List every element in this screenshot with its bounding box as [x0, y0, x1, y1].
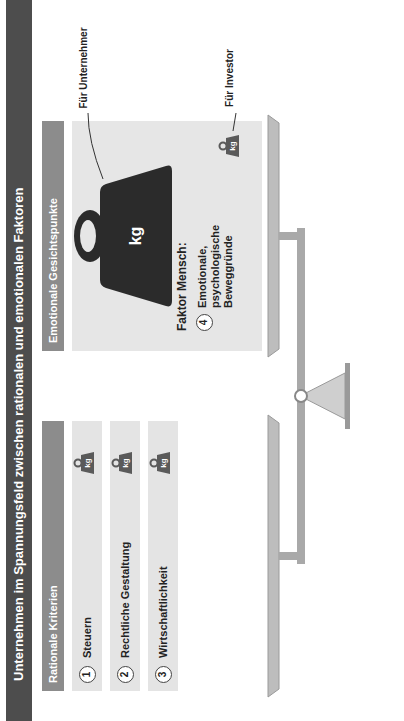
scale-pan: [268, 115, 279, 357]
pivot: [295, 390, 307, 402]
large-weight: [74, 166, 172, 307]
small-weight: [151, 452, 171, 474]
header-text: Emotionale Gesichtspunkte: [42, 129, 64, 343]
scale-pan: [268, 415, 279, 697]
title-bar: Unternehmen im Spannungsfeld zwischen ra…: [6, 0, 32, 721]
weight-unit: kg: [83, 452, 92, 474]
weight-unit: kg: [159, 452, 168, 474]
criterion-text: Rechtliche Gestaltung: [119, 542, 132, 658]
criterion-text: Emotionale, psychologische Beweggründe: [196, 176, 235, 308]
criterion-band: [72, 421, 102, 691]
annotation: Für Unternehmer: [78, 27, 90, 109]
callout-number: 4: [196, 314, 213, 331]
weight-unit: kg: [127, 206, 145, 266]
emotion-panel: [72, 121, 262, 351]
column-header: Emotionale Gesichtspunkte: [42, 121, 64, 351]
criterion-band: [110, 421, 140, 691]
header-band: [42, 121, 64, 351]
leader-line: [233, 113, 236, 131]
criterion-band: [148, 421, 178, 691]
column-header: Rationale Kriterien: [42, 421, 64, 691]
small-weight: [113, 452, 133, 474]
criterion-text: Wirtschaftlichkeit: [157, 566, 170, 658]
weight-unit: kg: [121, 452, 130, 474]
emotion-panel: Faktor Mensch: 4 Emotionale, psychologisch…: [72, 121, 262, 351]
header-band: [42, 421, 64, 691]
callout-number: 3: [155, 666, 172, 683]
fulcrum-base: [345, 363, 350, 429]
header-text: Rationale Kriterien: [42, 429, 64, 683]
small-weight: [220, 135, 240, 157]
panel-heading: Faktor Mensch:: [175, 176, 190, 331]
callout-number: 1: [79, 666, 96, 683]
scale-post: [279, 232, 299, 240]
annotation: Für Investor: [224, 47, 236, 109]
callout-number: 2: [117, 666, 134, 683]
scale-post: [279, 552, 299, 560]
slide-title: Unternehmen im Spannungsfeld zwischen ra…: [6, 188, 32, 721]
criterion-text: Steuern: [81, 617, 94, 658]
small-weight: [75, 452, 95, 474]
weight-unit: kg: [228, 135, 237, 157]
leader-line: [88, 113, 103, 179]
